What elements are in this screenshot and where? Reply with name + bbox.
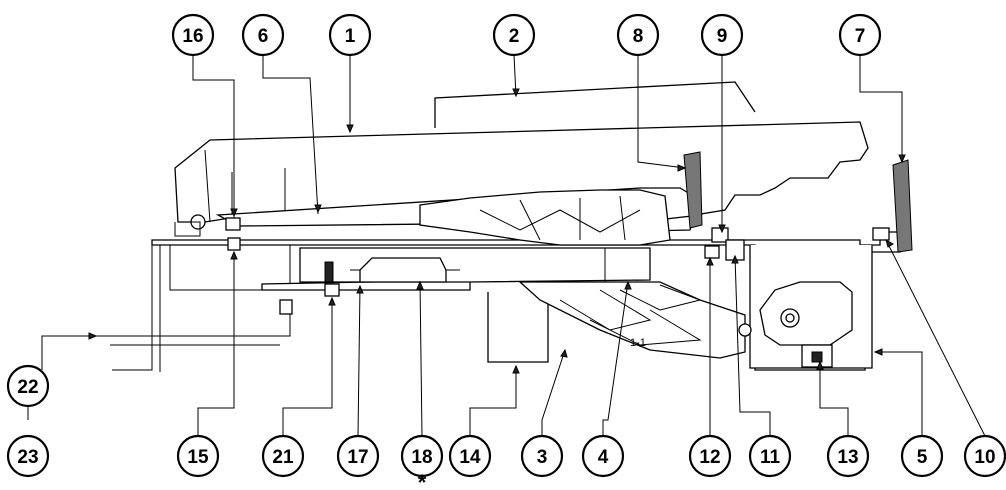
block-part-12 [704,245,720,259]
callout-17-label: 17 [347,447,368,468]
callout-14: 14 [448,434,492,478]
callout-9-label: 9 [717,26,728,47]
callout-8: 8 [616,13,660,57]
callout-7: 7 [838,13,882,57]
callout-4-label: 4 [598,447,609,468]
callout-9: 9 [700,13,744,57]
callout-15-label: 15 [187,447,209,468]
callout-13-label: 13 [837,447,858,468]
callout-14-label: 14 [459,447,481,468]
block-part-10 [872,227,890,241]
section-label: 1-1 [630,337,646,349]
callout-10-label: 10 [974,447,995,468]
block-part-18 [359,257,447,283]
callout-18: 18 [400,434,444,478]
callout-2-label: 2 [509,26,520,47]
callout-6: 6 [241,13,285,57]
callout-8-label: 8 [633,26,644,47]
callout-10: 10 [963,434,1006,478]
callout-23-label: 23 [17,447,38,468]
callout-3: 3 [520,434,564,478]
callout-2: 2 [492,13,536,57]
asterisk-note: * [418,470,427,490]
callout-22: 22 [6,364,50,408]
callout-13: 13 [826,434,870,478]
callout-3-label: 3 [537,447,548,468]
arrowheads [88,88,906,374]
knob-part-7 [892,159,913,253]
callout-16: 16 [171,13,215,57]
central-arm [299,247,651,283]
callout-21: 21 [261,434,305,478]
callout-11: 11 [748,434,792,478]
knob-part-8 [683,151,703,229]
leader-lines [27,54,986,437]
callout-12-label: 12 [699,447,720,468]
callout-1-label: 1 [345,26,356,47]
callout-1: 1 [328,13,372,57]
screw-part-15 [227,237,241,251]
callout-23: 23 [6,434,50,478]
callout-5: 5 [900,434,944,478]
callout-4: 4 [581,434,625,478]
right-housing [759,281,853,346]
screw-part-16 [225,217,241,231]
callout-16-label: 16 [182,26,203,47]
callout-21-label: 21 [272,447,294,468]
callout-6-label: 6 [258,26,269,47]
hanging-box-part-14 [487,292,549,363]
callout-12: 12 [688,434,732,478]
callout-5-label: 5 [917,447,928,468]
callout-7-label: 7 [855,26,866,47]
callout-22-label: 22 [17,377,38,398]
screw-part-21 [324,283,340,297]
callout-11-label: 11 [760,447,781,468]
callout-17: 17 [336,434,380,478]
callout-18-label: 18 [411,447,432,468]
rib-structure-part-3 [518,281,746,359]
top-cover-part-2 [434,81,756,128]
callout-15: 15 [176,434,220,478]
